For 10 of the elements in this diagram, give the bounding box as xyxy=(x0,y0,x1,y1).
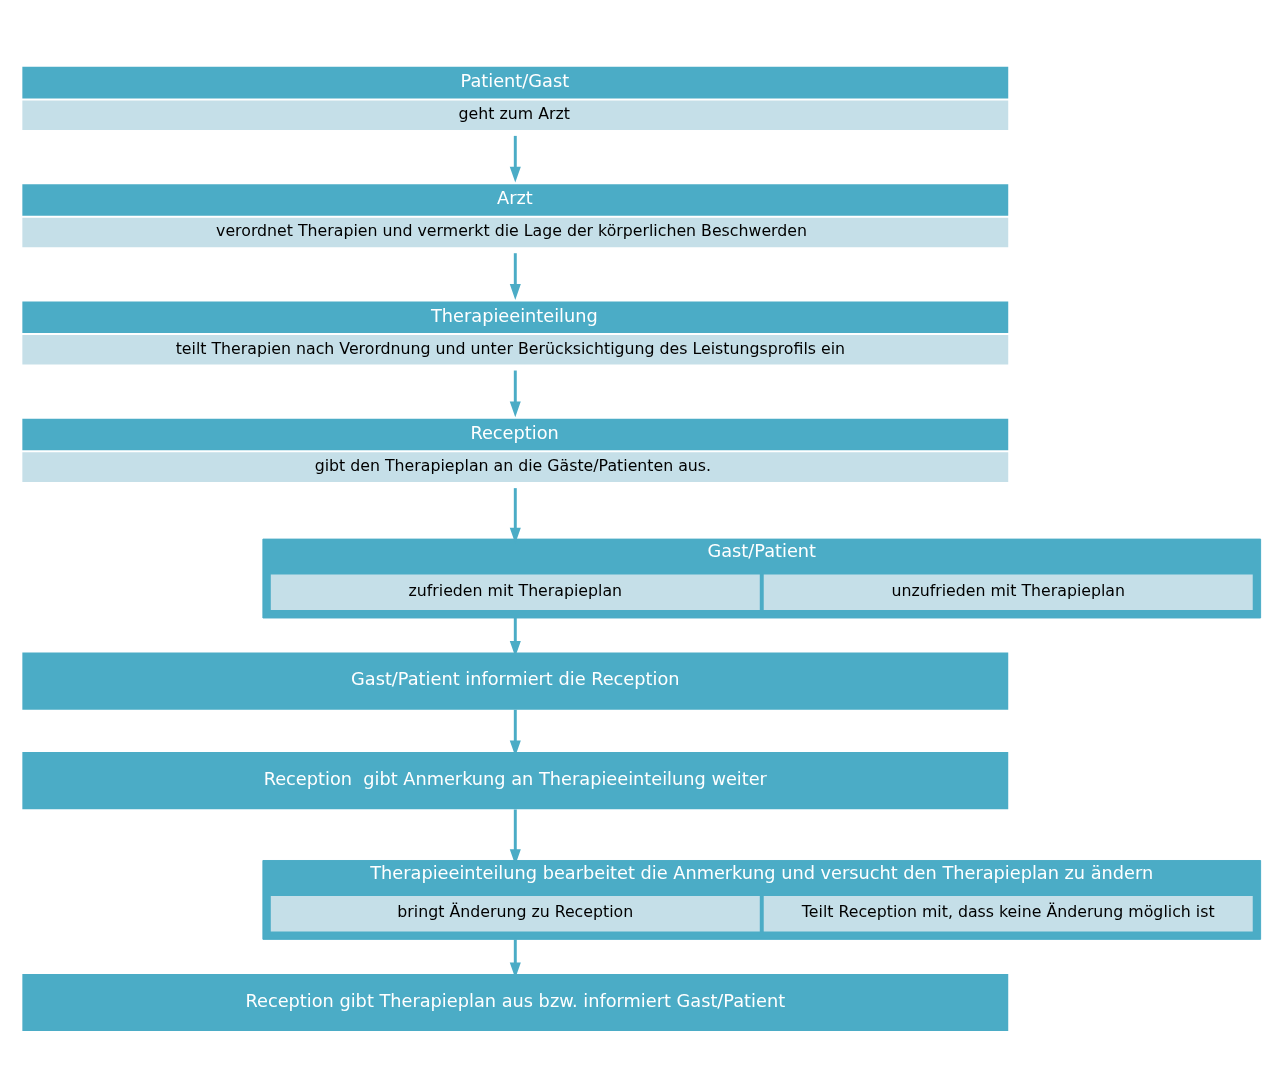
node-box: Teilt Reception mit, dass keine Änderung möglich ist xyxy=(763,895,1253,931)
arrow xyxy=(509,135,521,183)
node-box: Reception gibt Anmerkung an Therapieeinteilung weiter xyxy=(22,751,1009,809)
arrow xyxy=(509,252,521,300)
arrow xyxy=(509,370,521,417)
node-box: Reception gibt Therapieplan aus bzw. informiert Gast/Patient xyxy=(22,973,1009,1031)
node-box: zufrieden mit Therapieplan xyxy=(270,574,760,610)
node-box: Gast/Patient informiert die Reception xyxy=(22,652,1009,710)
node-box: unzufrieden mit Therapieplan xyxy=(763,574,1253,610)
node-box: bringt Änderung zu Reception xyxy=(270,895,760,931)
